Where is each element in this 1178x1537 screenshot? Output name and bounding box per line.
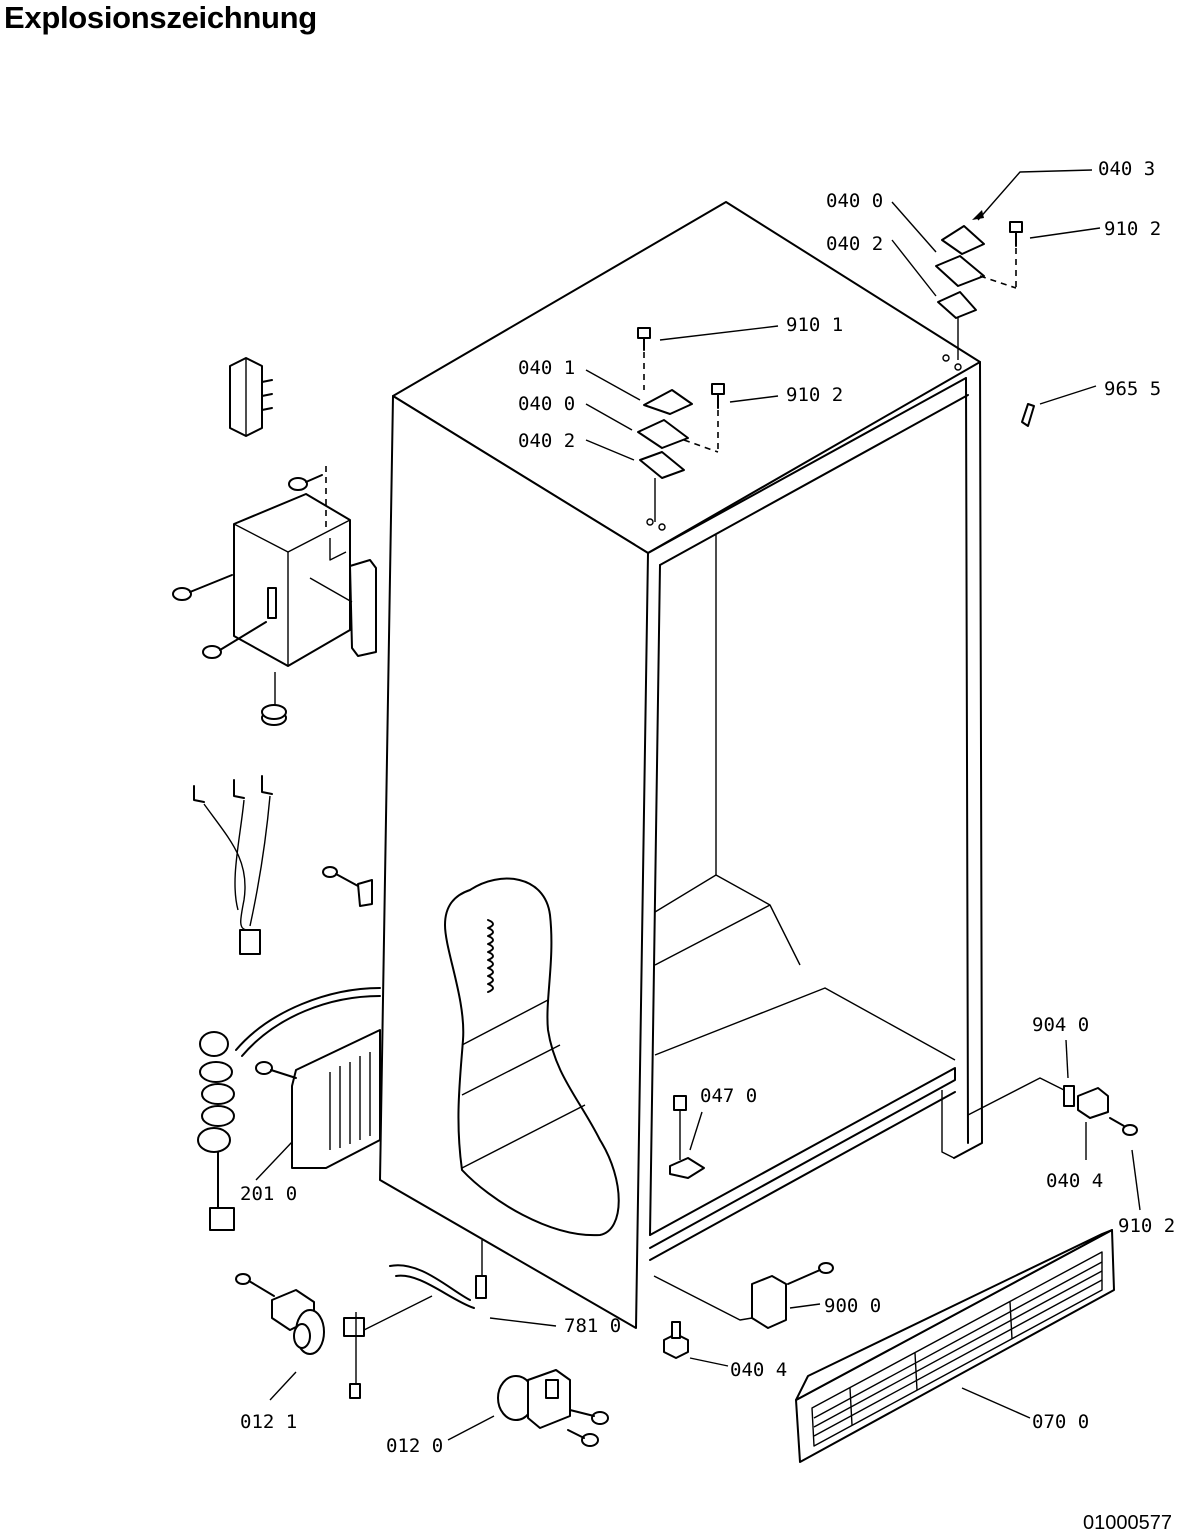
part-label: 040 1	[518, 357, 575, 379]
relay-block	[229, 357, 273, 437]
part-label: 781 0	[564, 1315, 621, 1337]
drain-tube	[389, 1240, 487, 1309]
clip-965-5	[1021, 403, 1035, 427]
screw-910-1	[637, 327, 651, 390]
screw-910-2-mid	[711, 383, 725, 450]
part-label: 070 0	[1032, 1411, 1089, 1433]
caster-012-1	[235, 1273, 325, 1355]
power-cord	[197, 987, 381, 1231]
part-label: 900 0	[824, 1295, 881, 1317]
control-box	[233, 466, 377, 667]
cabinet	[379, 201, 983, 1329]
leveling-screw-047-0	[669, 1095, 705, 1179]
part-label: 040 4	[1046, 1170, 1103, 1192]
part-label: 040 2	[826, 233, 883, 255]
part-label: 047 0	[700, 1085, 757, 1107]
caster-012-0	[497, 1369, 609, 1447]
wire-harness	[193, 775, 273, 955]
bracket-904-0	[967, 1077, 1138, 1136]
part-label: 040 0	[518, 393, 575, 415]
part-label: 201 0	[240, 1183, 297, 1205]
top-hinge-left	[637, 389, 719, 522]
part-label: 040 4	[730, 1359, 787, 1381]
part-label: 012 0	[386, 1435, 443, 1457]
knob	[261, 672, 287, 726]
part-label: 910 2	[1118, 1215, 1175, 1237]
foot-bracket-040-4	[663, 1321, 689, 1359]
part-label: 910 1	[786, 314, 843, 336]
toe-grille-070-0	[795, 1229, 1115, 1463]
part-labels: 040 3 040 0 910 2 040 2 910 1 040 1 910 …	[240, 158, 1175, 1457]
screw-910-2-top	[1009, 221, 1023, 288]
part-label: 910 2	[786, 384, 843, 406]
document-number: 01000577	[1083, 1512, 1172, 1534]
leader-lines	[255, 169, 1141, 1441]
part-label: 910 2	[1104, 218, 1161, 240]
part-label: 040 3	[1098, 158, 1155, 180]
top-hinge-right	[935, 225, 1017, 360]
page-title: Explosionszeichnung	[4, 0, 317, 35]
part-label: 040 0	[826, 190, 883, 212]
compressor-plate	[255, 1029, 381, 1169]
part-label: 040 2	[518, 430, 575, 452]
part-label: 904 0	[1032, 1014, 1089, 1036]
part-label: 012 1	[240, 1411, 297, 1433]
tube-clip	[343, 1295, 433, 1399]
screws-control-box	[172, 474, 323, 659]
part-label: 965 5	[1104, 378, 1161, 400]
bracket-900-0	[653, 1262, 834, 1329]
switch-bracket	[322, 866, 373, 907]
